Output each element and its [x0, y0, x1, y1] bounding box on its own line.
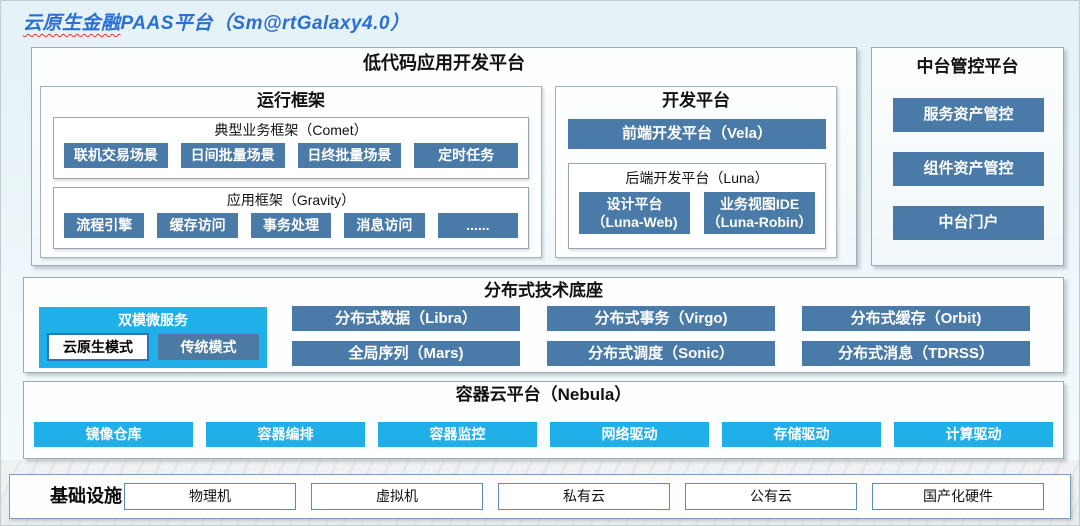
page-title-underlined-part: 云原生金融: [23, 13, 121, 34]
node-daytime-batch: 日间批量场景: [180, 143, 285, 168]
dev-platform-title: 开发平台: [662, 91, 730, 110]
node-luna-web-line2: （Luna-Web): [591, 214, 678, 230]
node-network-driver: 网络驱动: [550, 422, 709, 447]
gravity-framework-title: 应用框架（Gravity）: [226, 192, 356, 208]
node-endofday-batch: 日终批量场景: [297, 143, 402, 168]
node-domestic-hardware: 国产化硬件: [872, 483, 1044, 510]
infrastructure-bar: 基础设施 物理机 虚拟机 私有云 公有云 国产化硬件: [9, 474, 1071, 519]
luna-chip-row: 设计平台 （Luna-Web) 业务视图IDE （Luna-Robin）: [569, 187, 825, 234]
gravity-framework-box: 应用框架（Gravity） 流程引擎 缓存访问 事务处理 消息访问 ......: [53, 187, 529, 249]
node-traditional-mode: 传统模式: [158, 334, 259, 360]
node-component-asset-governance: 组件资产管控: [893, 152, 1044, 186]
node-luna-robin-line1: 业务视图IDE: [719, 196, 800, 212]
page-title-rest: PAAS平台（Sm@rtGalaxy4.0）: [120, 13, 410, 34]
infrastructure-label: 基础设施: [50, 486, 122, 506]
node-distributed-message-tdrss: 分布式消息（TDRSS）: [802, 341, 1030, 366]
lowcode-platform-title: 低代码应用开发平台: [363, 53, 525, 73]
node-process-engine: 流程引擎: [64, 213, 145, 238]
node-distributed-cache-orbit: 分布式缓存（Orbit): [802, 306, 1030, 331]
node-luna-web-line1: 设计平台: [606, 196, 663, 212]
node-luna-web: 设计平台 （Luna-Web): [579, 192, 690, 234]
dual-mode-title: 双模微服务: [118, 312, 188, 328]
comet-chip-row: 联机交易场景 日间批量场景 日终批量场景 定时任务: [54, 139, 528, 168]
luna-backend-box: 后端开发平台（Luna） 设计平台 （Luna-Web) 业务视图IDE （Lu…: [568, 163, 826, 249]
gravity-chip-row: 流程引擎 缓存访问 事务处理 消息访问 ......: [54, 209, 528, 238]
node-physical-machine: 物理机: [124, 483, 296, 510]
node-transaction-processing: 事务处理: [250, 213, 332, 238]
node-public-cloud: 公有云: [685, 483, 857, 510]
node-midplatform-portal: 中台门户: [893, 206, 1044, 240]
node-ellipsis: ......: [437, 213, 519, 238]
node-compute-driver: 计算驱动: [894, 422, 1053, 447]
node-service-asset-governance: 服务资产管控: [893, 98, 1044, 132]
node-online-transaction: 联机交易场景: [64, 143, 168, 168]
distributed-base-panel: 分布式技术底座 双模微服务 云原生模式 传统模式 分布式数据（Libra） 分布…: [23, 277, 1064, 373]
comet-framework-title: 典型业务框架（Comet）: [214, 122, 368, 138]
node-virtual-machine: 虚拟机: [311, 483, 483, 510]
distributed-base-title: 分布式技术底座: [484, 281, 603, 300]
node-distributed-scheduling-sonic: 分布式调度（Sonic）: [547, 341, 775, 366]
node-private-cloud: 私有云: [498, 483, 670, 510]
node-distributed-data-libra: 分布式数据（Libra）: [292, 306, 520, 331]
node-message-access: 消息访问: [344, 213, 425, 238]
node-global-sequence-mars: 全局序列（Mars): [292, 341, 520, 366]
page-title: 云原生金融PAAS平台（Sm@rtGalaxy4.0）: [23, 8, 409, 35]
runtime-framework-panel: 运行框架 典型业务框架（Comet） 联机交易场景 日间批量场景 日终批量场景 …: [40, 86, 542, 258]
runtime-framework-title: 运行框架: [257, 91, 325, 110]
node-distributed-transaction-virgo: 分布式事务（Virgo): [547, 306, 775, 331]
comet-framework-box: 典型业务框架（Comet） 联机交易场景 日间批量场景 日终批量场景 定时任务: [53, 117, 529, 179]
node-frontend-vela: 前端开发平台（Vela）: [568, 119, 826, 149]
container-cloud-title: 容器云平台（Nebula）: [455, 385, 632, 404]
lowcode-platform-panel: 低代码应用开发平台 运行框架 典型业务框架（Comet） 联机交易场景 日间批量…: [31, 47, 857, 266]
node-image-registry: 镜像仓库: [34, 422, 193, 447]
midplatform-title: 中台管控平台: [916, 57, 1019, 76]
container-chip-row: 镜像仓库 容器编排 容器监控 网络驱动 存储驱动 计算驱动: [24, 418, 1063, 447]
container-cloud-panel: 容器云平台（Nebula） 镜像仓库 容器编排 容器监控 网络驱动 存储驱动 计…: [23, 381, 1064, 459]
node-cache-access: 缓存访问: [157, 213, 238, 238]
node-luna-robin: 业务视图IDE （Luna-Robin）: [704, 192, 815, 234]
dual-mode-microservice-block: 双模微服务 云原生模式 传统模式: [39, 307, 267, 368]
node-luna-robin-line2: （Luna-Robin）: [706, 214, 813, 230]
node-container-monitoring: 容器监控: [378, 422, 537, 447]
dev-platform-panel: 开发平台 前端开发平台（Vela） 后端开发平台（Luna） 设计平台 （Lun…: [555, 86, 837, 258]
node-storage-driver: 存储驱动: [722, 422, 881, 447]
node-cloud-native-mode: 云原生模式: [47, 333, 149, 361]
midplatform-panel: 中台管控平台 服务资产管控 组件资产管控 中台门户: [871, 47, 1064, 266]
node-scheduled-task: 定时任务: [414, 143, 518, 168]
node-container-orchestration: 容器编排: [206, 422, 365, 447]
luna-backend-title: 后端开发平台（Luna）: [625, 170, 769, 186]
